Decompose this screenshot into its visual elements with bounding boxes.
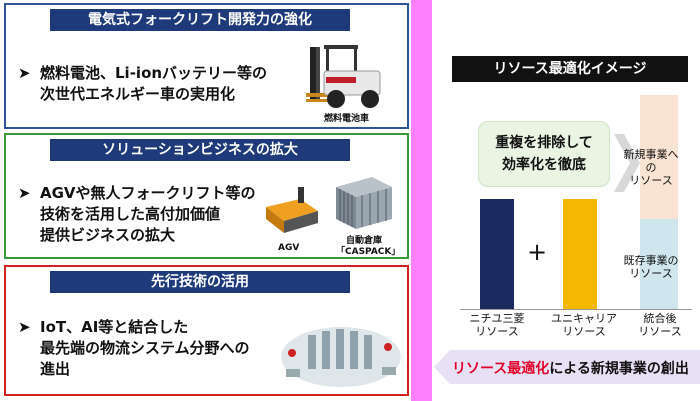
new-business-banner: リソース最適化による新規事業の創出 xyxy=(434,350,700,384)
panel-advanced-technology: 先行技術の活用 ➤IoT、AI等と結合した 最先端の物流システム分野への 進出 xyxy=(4,265,409,396)
bar-nichiyu-resource xyxy=(480,199,514,309)
label-merged: 統合後 リソース xyxy=(638,312,682,338)
panel-title: 先行技術の活用 xyxy=(50,271,350,293)
panel-title: ソリューションビジネスの拡大 xyxy=(50,139,350,161)
panel-title: 電気式フォークリフト開発力の強化 xyxy=(50,9,350,31)
forklift-caption: 燃料電池車 xyxy=(324,114,370,124)
caspack-caption: 「CASPACK」 xyxy=(336,247,401,257)
panel-solution-business: ソリューションビジネスの拡大 ➤AGVや無人フォークリフト等の 技術を活用した高… xyxy=(4,133,409,259)
bar-merged-new-business xyxy=(640,95,678,220)
new-business-label: 新規事業への リソース xyxy=(623,148,679,187)
left-arrow-banner-shape xyxy=(434,350,700,384)
plus-sign: + xyxy=(527,238,548,266)
bullet-text: ➤AGVや無人フォークリフト等の 技術を活用した高付加価値 提供ビジネスの拡大 xyxy=(18,184,256,244)
agv-image xyxy=(266,187,318,233)
chevron-right-icon xyxy=(614,134,640,192)
label-unicarrier: ユニキャリア リソース xyxy=(551,312,617,338)
highlight-text: リソース最適化 xyxy=(452,361,550,377)
agv-caption: AGV xyxy=(278,243,300,253)
chart-baseline xyxy=(460,309,692,310)
bar-merged-existing-business xyxy=(640,219,678,309)
bullet-text: ➤IoT、AI等と結合した 最先端の物流システム分野への 進出 xyxy=(18,318,250,378)
bar-unicarrier-resource xyxy=(563,199,597,309)
resource-optimization-title: リソース最適化イメージ xyxy=(452,56,688,82)
divider-bar xyxy=(411,0,432,401)
arrow-bullet-icon: ➤ xyxy=(18,64,31,82)
existing-business-label: 既存事業の リソース xyxy=(623,254,679,280)
efficiency-bubble: 重複を排除して 効率化を徹底 xyxy=(478,121,610,187)
arrow-bullet-icon: ➤ xyxy=(18,318,31,336)
label-nichiyu: ニチユ三菱 リソース xyxy=(469,312,525,338)
warehouse-caption: 自動倉庫 xyxy=(346,236,383,246)
panel-electric-forklift: 電気式フォークリフト開発力の強化 ➤燃料電池、Li-ionバッテリー等の 次世代… xyxy=(4,3,409,129)
logistics-system-image xyxy=(281,327,401,387)
arrow-bullet-icon: ➤ xyxy=(18,184,31,202)
automated-warehouse-image xyxy=(336,177,392,229)
forklift-image xyxy=(306,45,381,108)
bullet-text: ➤燃料電池、Li-ionバッテリー等の 次世代エネルギー車の実用化 xyxy=(18,64,268,103)
banner-text: による新規事業の創出 xyxy=(549,361,689,377)
